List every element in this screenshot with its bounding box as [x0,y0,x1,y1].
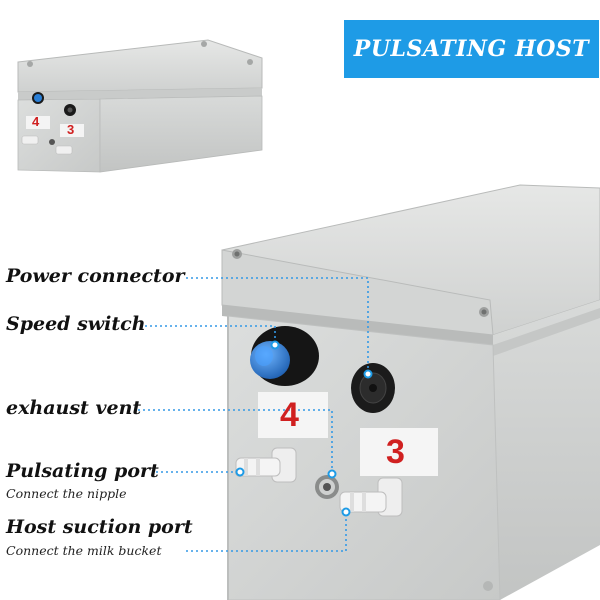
pulsating-port-label: Pulsating port [6,460,159,482]
pulsating-port-note: Connect the nipple [6,486,127,501]
port-number-3: 3 [386,433,405,471]
small-box-label-3: 3 [67,122,75,137]
callout-lines [138,277,369,552]
pulsating-port-nozzle [235,447,297,483]
banner-title: PULSATING HOST [353,36,590,62]
host-suction-port-note: Connect the milk bucket [6,543,162,558]
title-banner: PULSATING HOST [344,20,599,78]
small-box-thumbnail [17,39,263,173]
callout-dots [235,340,373,517]
exhaust-vent-label: exhaust vent [6,397,142,419]
speed-switch-label: Speed switch [6,313,146,335]
power-connector-label: Power connector [6,265,185,287]
port-label-3-plate [360,428,438,476]
port-number-4: 4 [280,396,299,434]
port-label-4-plate [258,392,328,438]
small-box-label-4: 4 [32,114,40,129]
power-connector-socket [351,363,395,413]
speed-switch-knob [250,326,319,386]
host-suction-port-label: Host suction port [6,516,193,538]
exhaust-vent [315,475,339,499]
host-suction-port-nozzle [339,477,403,517]
